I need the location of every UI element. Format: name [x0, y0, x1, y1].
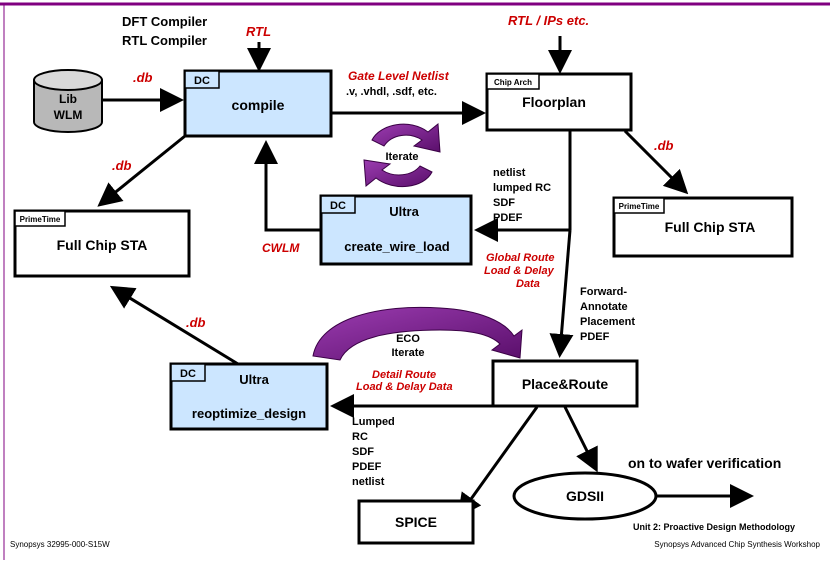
rtl-ips-label: RTL / IPs etc.	[508, 13, 589, 28]
reoptimize-box	[169, 362, 329, 431]
wire-load-tool: Ultra	[389, 204, 419, 219]
iterate-label: Iterate	[385, 151, 418, 163]
eco-iterate-label: Iterate	[391, 347, 424, 359]
netlist-item: SDF	[493, 197, 515, 209]
lumped-item: RC	[352, 431, 368, 443]
left-sta-db-label: .db	[112, 158, 132, 173]
floorplan-name: Floorplan	[522, 94, 586, 110]
cwlm-to-compile-arrow	[254, 140, 321, 232]
gdsii-label: GDSII	[566, 488, 604, 504]
left-sta-name: Full Chip STA	[57, 237, 148, 253]
left-sta-tag: PrimeTime	[20, 215, 61, 224]
compile-name: compile	[232, 97, 285, 113]
eco-label: ECO	[396, 333, 420, 345]
lumped-item: Lumped	[352, 416, 395, 428]
wlm-label: WLM	[54, 108, 83, 122]
right-sta-tag: PrimeTime	[619, 202, 660, 211]
tools-line2: RTL Compiler	[122, 33, 207, 48]
left-sta-box	[13, 209, 191, 278]
forward-item: Annotate	[580, 301, 628, 313]
place-route-to-spice-arrow	[457, 406, 539, 518]
lumped-list: Lumped RC SDF PDEF netlist	[352, 416, 395, 488]
forward-item: PDEF	[580, 331, 610, 343]
wire-load-name: create_wire_load	[344, 239, 450, 254]
netlist-list: netlist lumped RC SDF PDEF	[493, 167, 551, 224]
footer-unit: Unit 2: Proactive Design Methodology	[633, 522, 795, 532]
lib-db-label: .db	[133, 70, 153, 85]
reoptimize-db-label: .db	[186, 315, 206, 330]
rtl-label: RTL	[246, 24, 271, 39]
netlist-item: netlist	[493, 167, 526, 179]
netlist-item: lumped RC	[493, 182, 551, 194]
netlist-item: PDEF	[493, 212, 523, 224]
reoptimize-tool: Ultra	[239, 372, 269, 387]
reoptimize-tag: DC	[180, 368, 196, 380]
lumped-item: netlist	[352, 476, 385, 488]
cwlm-label: CWLM	[262, 241, 300, 255]
reoptimize-to-left-sta-arrow	[109, 285, 239, 366]
right-sta-name: Full Chip STA	[665, 219, 756, 235]
place-route-name: Place&Route	[522, 376, 609, 392]
lib-label: Lib	[59, 92, 77, 106]
floorplan-to-right-sta-arrow	[623, 129, 689, 195]
lib-database-icon	[33, 69, 103, 133]
gate-level-title: Gate Level Netlist	[348, 69, 450, 83]
iterate-cycle-icon	[363, 123, 441, 188]
lumped-item: PDEF	[352, 461, 382, 473]
footer-left: Synopsys 32995-000-S15W	[10, 540, 110, 549]
wire-load-box	[319, 194, 473, 266]
lumped-item: SDF	[352, 446, 374, 458]
right-sta-box	[612, 196, 794, 258]
wafer-verification-label: on to wafer verification	[628, 455, 781, 471]
spice-box	[357, 499, 475, 545]
reoptimize-name: reoptimize_design	[192, 406, 306, 421]
floorplan-box	[485, 72, 633, 132]
compile-tag: DC	[194, 75, 210, 87]
floorplan-to-place-route-arrow	[549, 229, 574, 358]
global-route-line2: Load & Delay	[484, 265, 555, 277]
place-route-to-gdsii-arrow	[563, 406, 598, 473]
detail-route-line1: Detail Route	[372, 369, 436, 381]
right-sta-db-label: .db	[654, 138, 674, 153]
spice-label: SPICE	[395, 514, 437, 530]
gdsii-ellipse	[512, 471, 658, 521]
gate-level-formats: .v, .vhdl, .sdf, etc.	[346, 86, 437, 98]
place-route-box	[491, 359, 639, 408]
forward-item: Forward-	[580, 286, 627, 298]
compile-to-left-sta-arrow	[97, 134, 186, 207]
wire-load-tag: DC	[330, 200, 346, 212]
forward-annotate-list: Forward- Annotate Placement PDEF	[580, 286, 635, 343]
global-route-line1: Global Route	[486, 252, 554, 264]
tools-line1: DFT Compiler	[122, 14, 207, 29]
detail-route-line2: Load & Delay Data	[356, 381, 453, 393]
forward-item: Placement	[580, 316, 635, 328]
floorplan-tag: Chip Arch	[494, 78, 532, 87]
eco-iterate-arrow-icon	[312, 306, 523, 361]
global-route-line3: Data	[516, 278, 540, 290]
footer-workshop: Synopsys Advanced Chip Synthesis Worksho…	[654, 540, 820, 549]
